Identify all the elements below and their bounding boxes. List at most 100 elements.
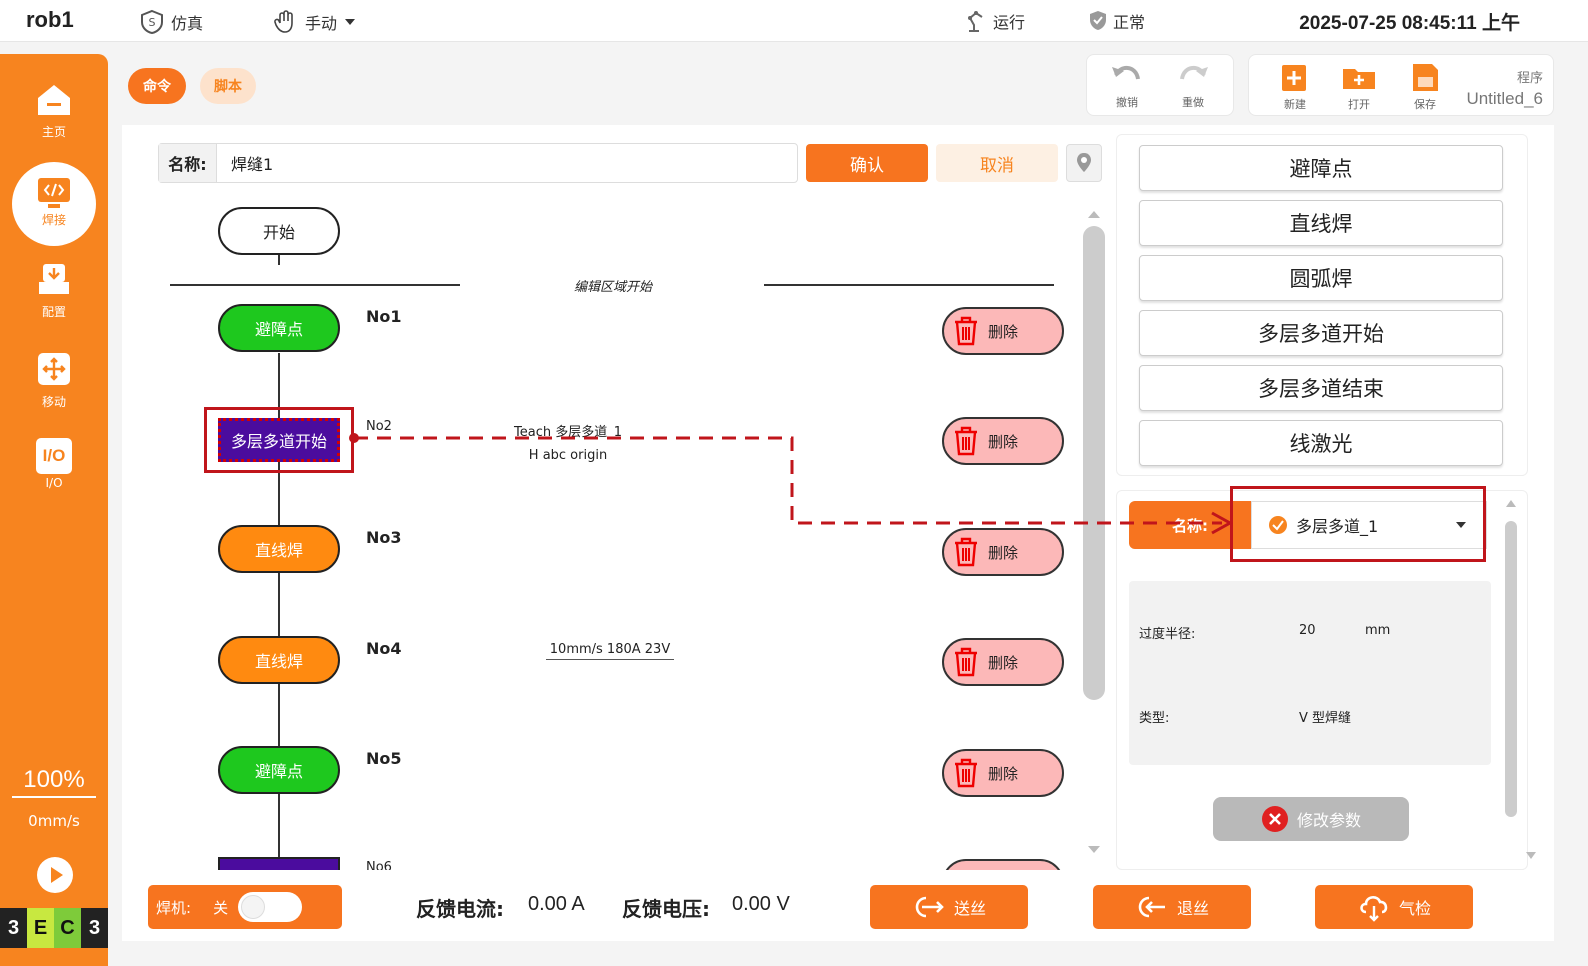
simulation-toggle[interactable]: S 仿真 bbox=[138, 9, 203, 35]
program-name: Untitled_6 bbox=[1466, 89, 1543, 108]
node-number: No1 bbox=[366, 307, 402, 326]
name-field[interactable]: 名称: 焊缝1 bbox=[158, 143, 798, 183]
flow-scrollbar[interactable] bbox=[1080, 198, 1108, 860]
parameter-panel: 名称: 多层多道_1 过度半径: 20 mm 类型: V 型焊缝 修改参数 bbox=[1116, 490, 1536, 870]
type-value: V 型焊缝 bbox=[1299, 711, 1352, 726]
delete-button[interactable]: 删除 bbox=[942, 417, 1064, 465]
sidebar-item-weld[interactable]: 焊接 bbox=[12, 162, 96, 246]
flow-node[interactable]: 避障点 bbox=[218, 304, 340, 352]
delete-button[interactable]: 删除 bbox=[942, 638, 1064, 686]
redo-icon bbox=[1180, 66, 1208, 80]
welder-state: 关 bbox=[213, 898, 229, 917]
program-label: 程序 bbox=[1516, 71, 1543, 86]
param-select[interactable]: 多层多道_1 bbox=[1251, 501, 1487, 549]
mode-dropdown[interactable]: 手动 bbox=[272, 9, 358, 35]
wire-retract-label: 退丝 bbox=[1176, 899, 1209, 918]
sidebar-item-move[interactable]: 移动 bbox=[0, 350, 108, 410]
redo-label: 重做 bbox=[1182, 96, 1204, 109]
scroll-up-icon bbox=[1088, 211, 1100, 218]
divider bbox=[12, 796, 96, 798]
sidebar-item-home[interactable]: 主页 bbox=[0, 82, 108, 140]
wire-retract-button[interactable]: 退丝 bbox=[1093, 885, 1251, 929]
run-label: 运行 bbox=[993, 13, 1026, 32]
save-label: 保存 bbox=[1414, 98, 1436, 111]
locate-button[interactable] bbox=[1066, 144, 1102, 182]
check-circle-icon bbox=[1269, 516, 1287, 534]
add-multilayer-end-button[interactable]: 多层多道结束 bbox=[1139, 365, 1503, 411]
delete-button[interactable]: 删除 bbox=[942, 528, 1064, 576]
scroll-thumb[interactable] bbox=[1083, 226, 1105, 700]
delete-button[interactable] bbox=[942, 859, 1064, 870]
mode-label: 手动 bbox=[305, 14, 338, 33]
voltage-label: 反馈电压: bbox=[622, 897, 710, 921]
welder-control: 焊机: 关 bbox=[148, 885, 342, 929]
home-icon bbox=[38, 85, 70, 115]
gas-check-button[interactable]: 气检 bbox=[1315, 885, 1473, 929]
welder-label: 焊机: bbox=[156, 898, 192, 917]
modify-params-button[interactable]: 修改参数 bbox=[1213, 797, 1409, 841]
new-file-icon bbox=[1282, 65, 1306, 91]
close-circle-icon bbox=[1261, 806, 1288, 832]
param-details: 过度半径: 20 mm 类型: V 型焊缝 bbox=[1129, 581, 1491, 765]
cancel-button[interactable]: 取消 bbox=[936, 144, 1058, 182]
flow-node[interactable]: 直线焊 bbox=[218, 636, 340, 684]
trash-icon bbox=[955, 758, 977, 788]
delete-button[interactable]: 删除 bbox=[942, 307, 1064, 355]
sidebar-item-config[interactable]: 配置 bbox=[0, 260, 108, 320]
scroll-up-icon bbox=[1506, 500, 1516, 507]
add-line-laser-button[interactable]: 线激光 bbox=[1139, 420, 1503, 466]
param-scrollbar[interactable] bbox=[1501, 495, 1536, 865]
download-tray-icon bbox=[39, 264, 69, 294]
speed-mms: 0mm/s bbox=[28, 812, 80, 830]
speed-percent: 100% bbox=[23, 766, 85, 793]
delete-button[interactable]: 删除 bbox=[942, 749, 1064, 797]
flow-node[interactable]: 直线焊 bbox=[218, 525, 340, 573]
sidebar-item-io[interactable]: I/O I/O bbox=[0, 438, 108, 490]
add-avoid-point-button[interactable]: 避障点 bbox=[1139, 145, 1503, 191]
save-button[interactable]: 保存 bbox=[1401, 61, 1449, 112]
svg-text:S: S bbox=[149, 16, 156, 29]
chevron-down-icon bbox=[345, 19, 356, 25]
play-icon bbox=[37, 857, 73, 893]
scroll-down-icon bbox=[1088, 846, 1100, 853]
tab-command[interactable]: 命令 bbox=[128, 68, 186, 104]
new-label: 新建 bbox=[1284, 98, 1306, 111]
tab-script[interactable]: 脚本 bbox=[200, 68, 256, 104]
shield-check-icon bbox=[1090, 11, 1106, 30]
add-line-weld-button[interactable]: 直线焊 bbox=[1139, 200, 1503, 246]
welder-toggle[interactable] bbox=[238, 892, 303, 922]
flow-start-node[interactable]: 开始 bbox=[218, 207, 340, 255]
wire-retract-icon bbox=[1138, 896, 1165, 918]
wire-feed-label: 送丝 bbox=[953, 899, 986, 918]
add-arc-weld-button[interactable]: 圆弧焊 bbox=[1139, 255, 1503, 301]
robot-arm-icon bbox=[968, 11, 983, 32]
new-button[interactable]: 新建 bbox=[1271, 61, 1319, 112]
location-pin-icon bbox=[1077, 153, 1091, 172]
node-number: No6 bbox=[366, 860, 392, 870]
modify-params-label: 修改参数 bbox=[1296, 811, 1361, 830]
confirm-button[interactable]: 确认 bbox=[806, 144, 928, 182]
open-button[interactable]: 打开 bbox=[1335, 61, 1383, 112]
wire-feed-button[interactable]: 送丝 bbox=[870, 885, 1028, 929]
top-bar: rob1 S 仿真 手动 运行 正常 2025-07-25 08:45:11 上… bbox=[0, 0, 1588, 42]
chevron-down-icon bbox=[1456, 522, 1466, 528]
add-multilayer-start-button[interactable]: 多层多道开始 bbox=[1139, 310, 1503, 356]
sidebar: 主页 焊接 配置 移动 I/O I/O 100% 0mm/s bbox=[0, 54, 108, 966]
sidebar-item-label: 主页 bbox=[41, 125, 66, 139]
scroll-thumb[interactable] bbox=[1505, 521, 1517, 817]
wire-feed-icon bbox=[915, 896, 944, 918]
flow-node-selected[interactable]: 多层多道开始 bbox=[218, 418, 340, 462]
connector-line bbox=[278, 251, 280, 265]
redo-button[interactable]: 重做 bbox=[1169, 61, 1217, 110]
play-button[interactable] bbox=[36, 856, 74, 898]
flow-node[interactable] bbox=[218, 857, 340, 870]
eca-char: E bbox=[27, 908, 54, 948]
sidebar-item-label: 配置 bbox=[41, 305, 66, 319]
undo-label: 撤销 bbox=[1116, 96, 1138, 109]
name-value: 焊缝1 bbox=[231, 155, 274, 174]
param-select-value: 多层多道_1 bbox=[1296, 517, 1379, 536]
flow-node[interactable]: 避障点 bbox=[218, 746, 340, 794]
voltage-value: 0.00 V bbox=[732, 893, 790, 915]
eca-char: 3 bbox=[81, 908, 108, 948]
undo-button[interactable]: 撤销 bbox=[1103, 61, 1151, 110]
